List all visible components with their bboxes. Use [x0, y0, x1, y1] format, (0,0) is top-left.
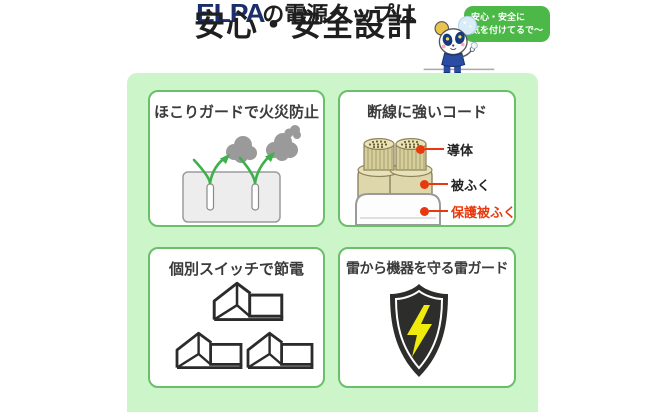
callout-sheath-label: 被ふく — [451, 177, 491, 193]
dust-guard-illustration — [182, 125, 301, 223]
callout-protective-sheath-label: 保護被ふく — [451, 204, 517, 220]
rocker-switch-icon — [246, 331, 314, 369]
rocker-switch-icon — [212, 281, 284, 322]
panel-strong-cord: 断線に強いコード — [338, 90, 516, 227]
panel-dust-guard-title: ほこりガードで火災防止 — [153, 104, 319, 121]
bubble-line2: 気を付けてるで〜 — [471, 25, 544, 36]
bubble-line1: 安心・安全に — [471, 12, 526, 22]
lightning-guard-shield-icon — [390, 284, 448, 377]
callout-conductor-label: 導体 — [447, 142, 474, 158]
panel-lightning-guard-title: 雷から機器を守る雷ガード — [346, 260, 509, 276]
header-title-suffix: の電源タップは — [262, 2, 417, 27]
callout-conductor: 導体 — [416, 141, 474, 158]
cord-cross-section-illustration — [355, 138, 441, 225]
rocker-switch-icon — [175, 331, 243, 369]
header-title-main: 安心・安全設計 — [194, 8, 418, 43]
callout-line — [425, 147, 444, 151]
callout-protective-sheath: 保護被ふく — [420, 203, 517, 220]
panel-lightning-guard: 雷から機器を守る雷ガード — [338, 247, 516, 388]
callout-dot — [416, 144, 425, 154]
panel-individual-switches-title: 個別スイッチで節電 — [168, 261, 304, 278]
panel-strong-cord-title: 断線に強いコード — [366, 104, 487, 121]
panda-mascot-icon — [423, 15, 495, 77]
elpa-logo: ELPA — [195, 0, 266, 28]
panel-dust-guard: ほこりガードで火災防止 — [148, 90, 325, 227]
callout-line — [429, 182, 448, 186]
callout-line — [429, 209, 448, 213]
panel-individual-switches: 個別スイッチで節電 — [148, 247, 325, 388]
callout-sheath: 被ふく — [420, 176, 491, 193]
callout-dot — [420, 179, 429, 189]
callout-dot — [420, 206, 429, 216]
header-title-line1: ELPAの電源タップは — [0, 0, 612, 28]
mascot-speech-bubble: 安心・安全に 気を付けてるで〜 — [464, 6, 550, 44]
